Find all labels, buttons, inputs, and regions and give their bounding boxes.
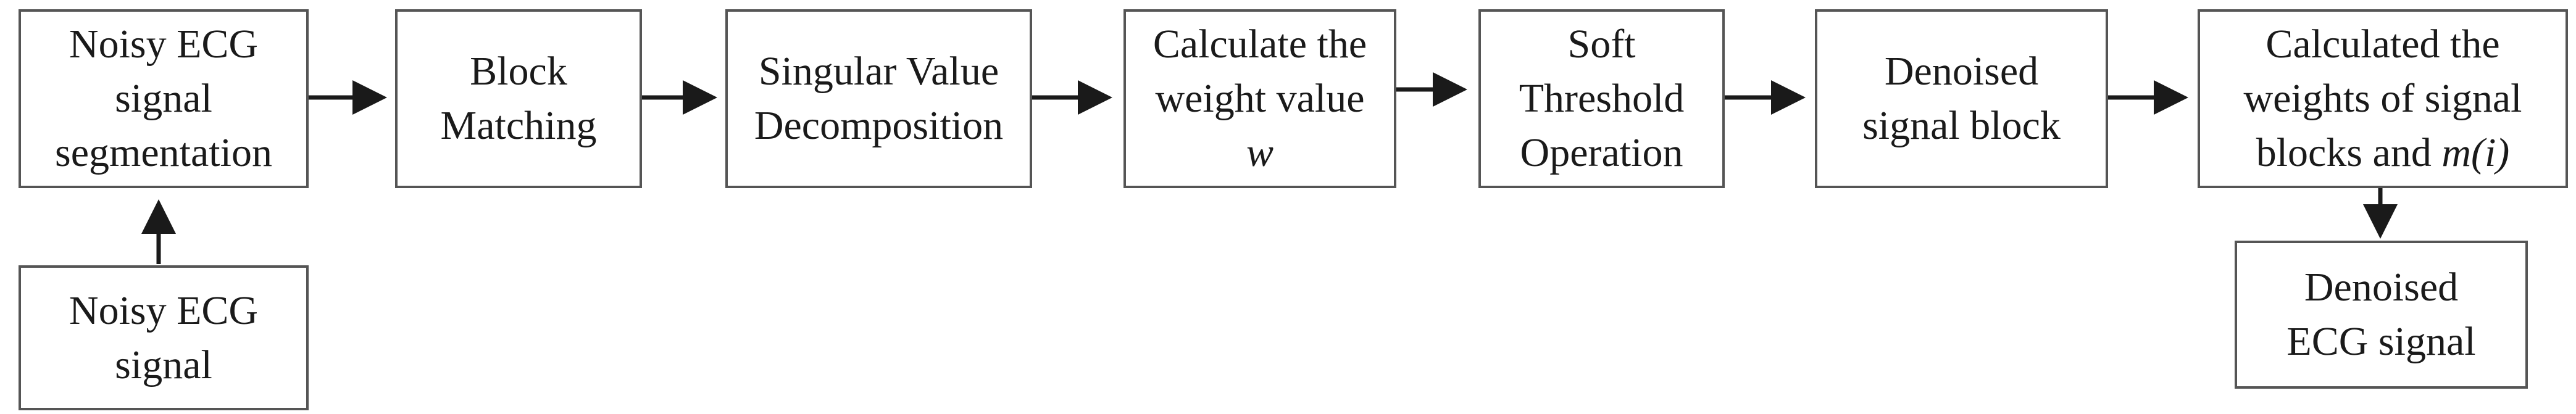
noisy-ecg-segmentation-box: Noisy ECG signal segmentation xyxy=(19,9,309,188)
calculate-weight-value-box: Calculate the weight value w xyxy=(1123,9,1396,188)
box-label-line: Calculate the xyxy=(1153,22,1367,67)
singular-value-decomposition-box: Singular Value Decomposition xyxy=(725,9,1032,188)
box-label-line: blocks and m(i) xyxy=(2256,126,2510,180)
box-label-line: Noisy ECG xyxy=(69,22,259,67)
box-label-line: signal xyxy=(115,342,212,387)
block-matching-box: Block Matching xyxy=(395,9,642,188)
box-label-line: weight value xyxy=(1155,76,1365,121)
box-label-line: ECG signal xyxy=(2286,319,2476,364)
box-label-line: Denoised xyxy=(2304,265,2459,310)
box-label-line: signal block xyxy=(1862,103,2061,148)
noisy-ecg-signal-input-box: Noisy ECG signal xyxy=(19,265,309,410)
box-label-line: signal xyxy=(115,76,212,121)
box-label-prefix: blocks and xyxy=(2256,130,2442,175)
box-label-line: Matching xyxy=(440,103,597,148)
box-label-line: Calculated the xyxy=(2265,22,2500,67)
box-label-line: Soft xyxy=(1567,22,1636,67)
box-label-line: Decomposition xyxy=(754,103,1004,148)
soft-threshold-operation-box: Soft Threshold Operation xyxy=(1478,9,1725,188)
box-label-line: Operation xyxy=(1520,130,1683,175)
box-label-line: Denoised xyxy=(1884,49,2039,94)
box-label-line: segmentation xyxy=(55,130,272,175)
calculated-block-weights-box: Calculated the weights of signal blocks … xyxy=(2198,9,2568,188)
box-label-line: Singular Value xyxy=(758,49,999,94)
weight-symbol: w xyxy=(1246,130,1274,175)
box-label-line: Block xyxy=(470,49,567,94)
box-label-line: Threshold xyxy=(1519,76,1685,121)
denoised-ecg-signal-output-box: Denoised ECG signal xyxy=(2235,241,2528,389)
m-i-symbol: m(i) xyxy=(2441,130,2510,175)
denoised-signal-block-box: Denoised signal block xyxy=(1815,9,2108,188)
box-label-line: Noisy ECG xyxy=(69,288,259,333)
box-label-line: weights of signal xyxy=(2243,76,2522,121)
